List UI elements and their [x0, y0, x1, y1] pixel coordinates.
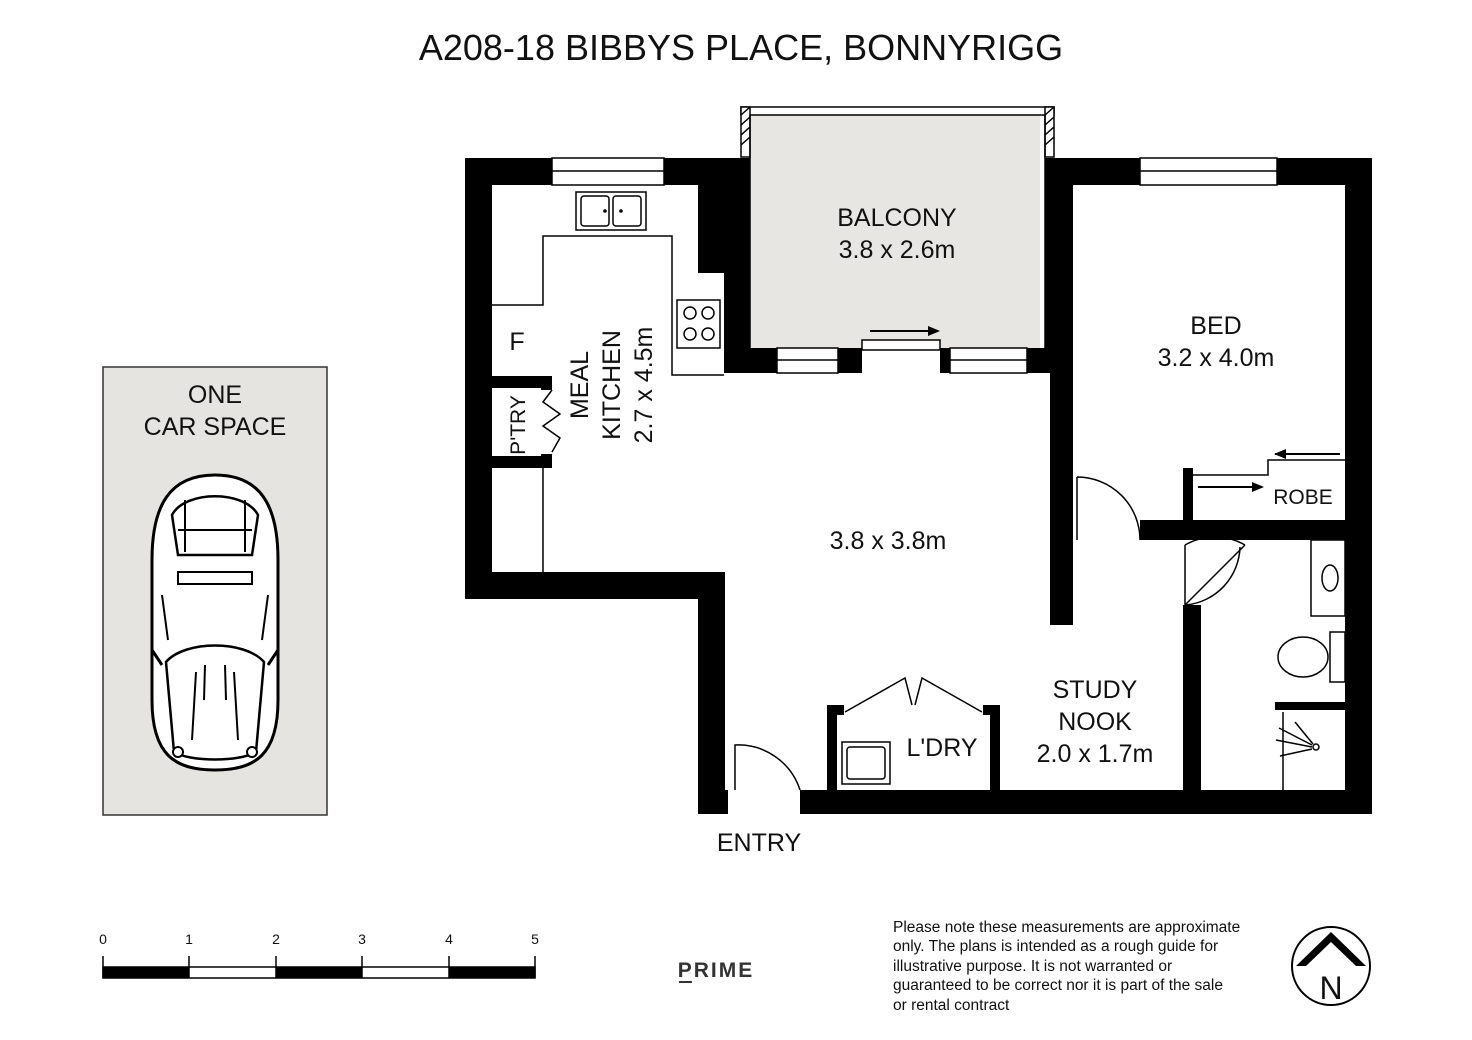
disclaimer-line-2: only. The plans is intended as a rough g… [893, 938, 1218, 955]
windows [551, 157, 1278, 374]
fixtures [841, 539, 1346, 790]
disclaimer-line-5: or rental contract [893, 997, 1010, 1014]
disclaimer-line-3: illustrative purpose. It is not warrante… [893, 958, 1172, 975]
disclaimer-line-4: guaranteed to be correct nor it is part … [893, 977, 1223, 994]
car-space-label-1: ONE [188, 381, 242, 409]
north-label: N [1319, 970, 1342, 1006]
disclaimer: Please note these measurements are appro… [893, 919, 1240, 1014]
living-size: 3.8 x 3.8m [830, 527, 947, 555]
fridge-label: F [509, 328, 524, 356]
scale-tick-4: 4 [445, 931, 453, 947]
scale-tick-5: 5 [531, 931, 539, 947]
kitchen-name-1: MEAL [566, 351, 594, 419]
robe-label: ROBE [1273, 486, 1333, 509]
car-space-label-2: CAR SPACE [144, 413, 287, 441]
entry-name: ENTRY [717, 829, 802, 857]
balcony-area [740, 106, 1055, 350]
scale-tick-3: 3 [358, 931, 366, 947]
disclaimer-line-1: Please note these measurements are appro… [893, 919, 1240, 936]
car-icon [150, 473, 280, 772]
kitchen-fittings [492, 191, 724, 572]
study-name-1: STUDY [1053, 676, 1138, 704]
scale-tick-2: 2 [272, 931, 280, 947]
study-size: 2.0 x 1.7m [1037, 740, 1154, 768]
north-arrow-icon: N [1291, 926, 1371, 1006]
scale-bar: 0 1 2 3 4 5 [99, 931, 539, 979]
balcony-size: 3.8 x 2.6m [839, 236, 956, 264]
walls [465, 158, 1372, 814]
balcony-name: BALCONY [837, 204, 957, 232]
pantry-label: P'TRY [507, 395, 530, 455]
car-space: ONE CAR SPACE [102, 366, 328, 816]
brand-logo: PRIME [678, 959, 755, 982]
scale-tick-1: 1 [185, 931, 193, 947]
scale-tick-0: 0 [99, 931, 107, 947]
doors [734, 449, 1345, 791]
bed-size: 3.2 x 4.0m [1158, 344, 1275, 372]
plan-title: A208-18 BIBBYS PLACE, BONNYRIGG [419, 27, 1063, 68]
laundry-name: L'DRY [906, 734, 977, 762]
kitchen-name-2: KITCHEN [598, 330, 626, 440]
study-name-2: NOOK [1058, 708, 1132, 736]
kitchen-size: 2.7 x 4.5m [630, 327, 658, 444]
bed-name: BED [1190, 312, 1241, 340]
